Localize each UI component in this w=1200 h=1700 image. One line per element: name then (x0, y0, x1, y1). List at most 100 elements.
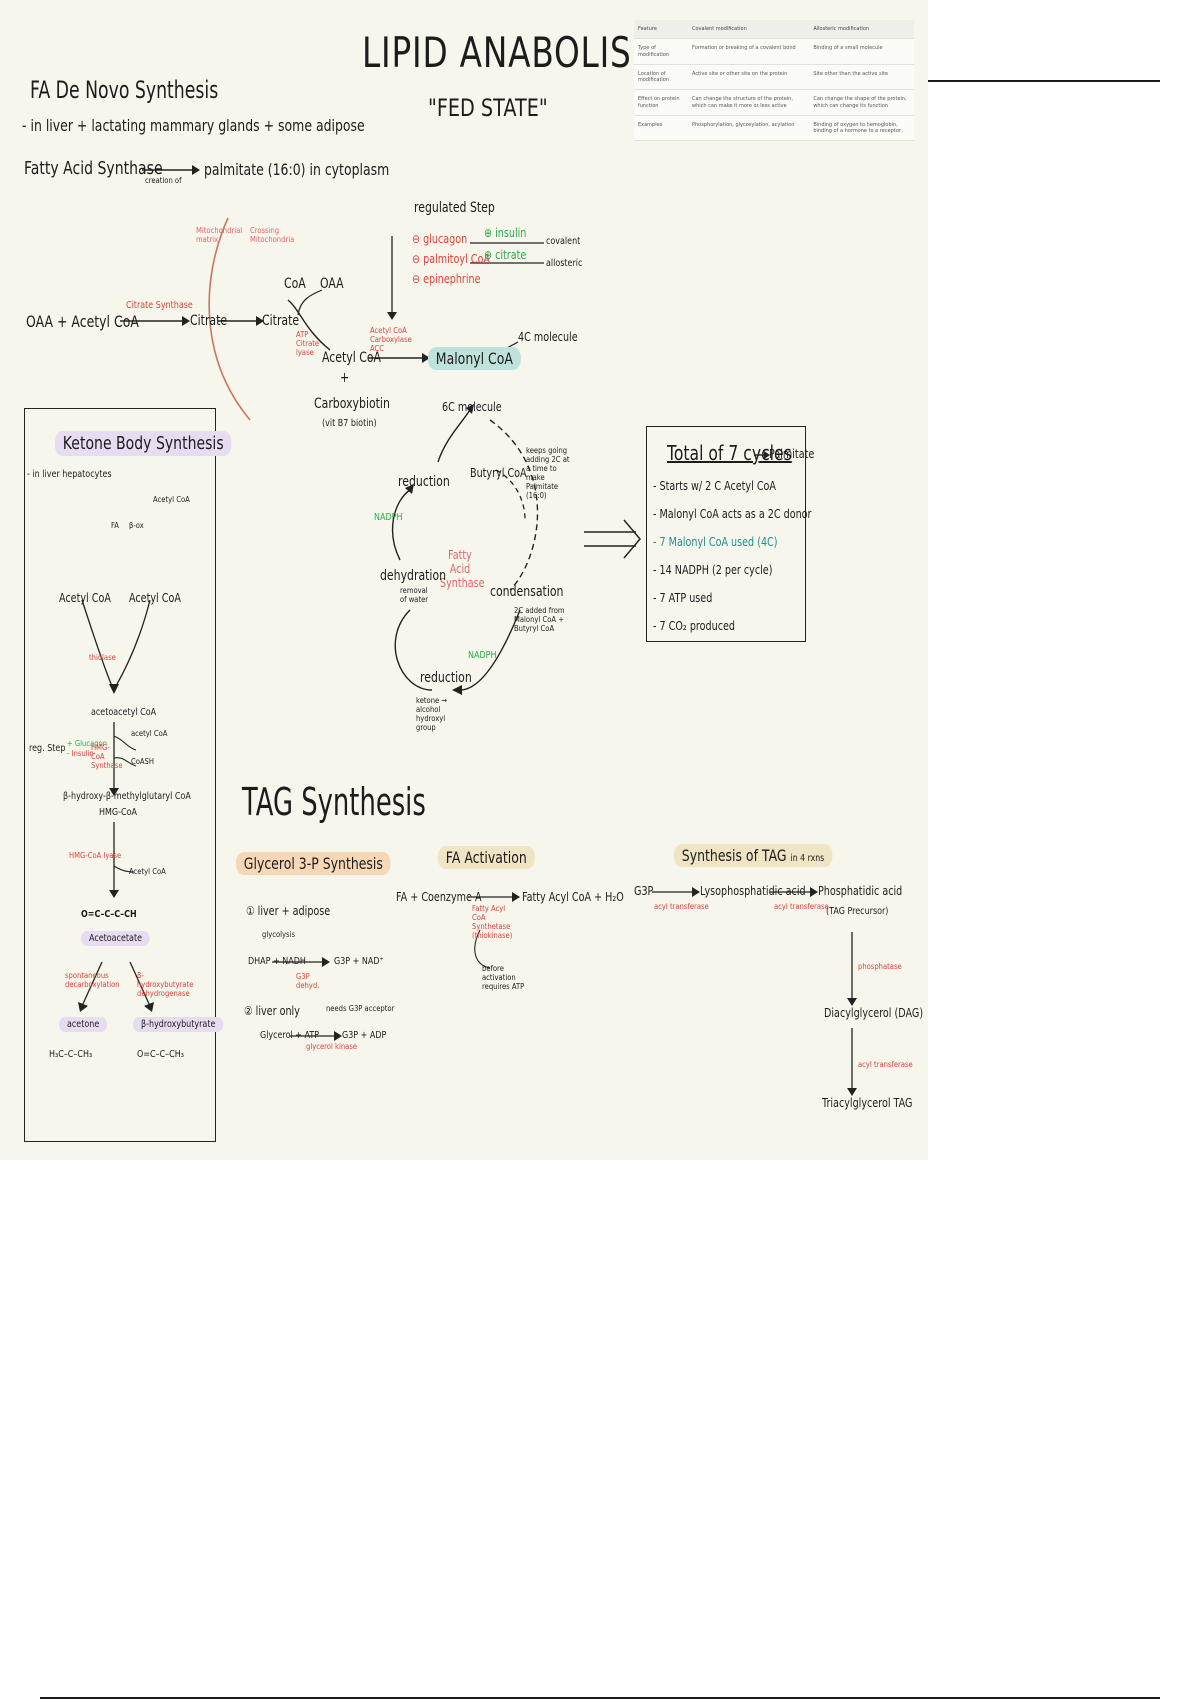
table-cell: Formation or breaking of a covalent bond (688, 38, 810, 65)
ketone-reg-pos: + Glucagon (67, 739, 108, 748)
ketone-struct-bhb: O=C–C–CH₃ (137, 1049, 184, 1060)
g3p-route-1-rxn: DHAP + NADH (248, 956, 306, 967)
ketone-heading: Ketone Body Synthesis (55, 431, 232, 456)
fas-dehydration-note: removal of water (400, 586, 429, 604)
ketone-beta-ox: β-ox (129, 521, 144, 530)
activation-heading: FA Activation (438, 846, 535, 869)
carboxybiotin-note: (vit B7 biotin) (322, 418, 377, 429)
g3p-route-2-note: needs G3P acceptor (326, 1004, 395, 1013)
tag4-phosphatidic-note: (TAG Precursor) (826, 906, 889, 917)
malonyl-coa-chip: Malonyl CoA (428, 347, 521, 370)
table-cell: Phosphorylation, glycosylation, acylatio… (688, 115, 810, 142)
fas-reduction-bottom: reduction (420, 670, 472, 686)
table-row: Examples Phosphorylation, glycosylation,… (634, 115, 914, 142)
denovo-location: - in liver + lactating mammary glands + … (22, 116, 365, 135)
cycles-heading: Total of 7 cycles (667, 441, 792, 465)
tag4-phosphatase: phosphatase (858, 962, 902, 971)
divider-bottom (40, 1697, 1160, 1699)
fas-side-note: keeps going adding 2C at a time to make … (526, 446, 570, 500)
tag4-g3p: G3P (634, 884, 654, 898)
table-cell: Type of modification (634, 38, 688, 65)
reg-pos-1: ⊕ insulin (484, 226, 527, 240)
ketone-hmg-synthase: HMG-CoA Synthase (91, 743, 123, 770)
g3p-heading: Glycerol 3-P Synthesis (236, 852, 391, 875)
g3p-route-1: ① liver + adipose (246, 904, 331, 918)
ketone-acetyl-2: Acetyl CoA (129, 591, 181, 605)
g3p-route-2-product: G3P + ADP (342, 1030, 387, 1041)
g3p-route-2-rxn: Glycerol + ATP (260, 1030, 320, 1041)
ketone-coash: CoASH (131, 757, 154, 766)
ketone-acetyl-1: Acetyl CoA (59, 591, 111, 605)
citrate-synthase-label: Citrate Synthase (126, 300, 193, 311)
fas-6c: 6C molecule (442, 400, 502, 414)
table-row: Location of modification Active site or … (634, 64, 914, 91)
tag4-dag: Diacylglycerol (DAG) (824, 1006, 924, 1020)
fas-condensation-note: 2C added from Malonyl CoA + Butyryl CoA (514, 606, 565, 633)
tag-heading: TAG Synthesis (242, 780, 426, 824)
table-header-cell: Covalent modification (688, 20, 810, 40)
citrate-2: Citrate (262, 313, 300, 329)
ketone-struct-aa: O=C–C–C–CH (81, 909, 137, 920)
membrane-matrix-label: Mitochondrial matrix (196, 226, 243, 244)
fas-reduction-note: ketone → alcohol hydroxyl group (416, 696, 448, 732)
activation-note: before activation requires ATP (482, 964, 525, 991)
ketone-dehydrogenase: β-hydroxybutyrate dehydrogenase (137, 971, 194, 998)
g3p-route-1-note: glycolysis (262, 930, 296, 939)
g3p-route-1-enzyme: G3P dehyd. (296, 972, 320, 990)
tag4-heading: Synthesis of TAG in 4 rxns (674, 844, 833, 867)
reg-neg-1: ⊖ glucagon (412, 232, 468, 246)
table-row: Effect on protein function Can change th… (634, 89, 914, 116)
page-subtitle: "FED STATE" (428, 94, 548, 122)
plus-sign: + (340, 370, 350, 386)
ketone-fa-label: FA (111, 521, 119, 530)
ketone-hmg-lyase: HMG-CoA lyase (69, 851, 122, 860)
table-cell: Can change the shape of the protein, whi… (809, 89, 914, 116)
modification-table: Feature Covalent modification Allosteric… (634, 20, 914, 142)
fas-dehydration: dehydration (380, 568, 447, 584)
reg-type-1: covalent (546, 236, 581, 247)
ketone-acetoacetate: Acetoacetate (81, 931, 151, 946)
reg-type-2: allosteric (546, 258, 583, 269)
divider-right (928, 80, 1160, 82)
tag4-transferase-3: acyl transferase (858, 1060, 913, 1069)
reg-neg-2: ⊖ palmitoyl CoA (412, 252, 490, 266)
shuttle-reactants: OAA + Acetyl CoA (26, 312, 139, 331)
connector-lines (78, 165, 857, 1096)
fas-reduction-top: reduction (398, 474, 450, 490)
tag4-enzyme-2: acyl transferase (774, 902, 829, 911)
cycles-item: - 14 NADPH (2 per cycle) (653, 563, 773, 577)
denovo-arrow-label: creation of (145, 176, 182, 185)
activation-product: Fatty Acyl CoA + H₂O (522, 890, 624, 904)
cycles-item: - Starts w/ 2 C Acetyl CoA (653, 479, 776, 493)
denovo-heading: FA De Novo Synthesis (30, 76, 219, 104)
g3p-route-1-product: G3P + NAD⁺ (334, 956, 384, 967)
table-row: Type of modification Formation or breaki… (634, 38, 914, 65)
membrane-cross-label: Crossing Mitochondria (250, 226, 295, 244)
table-header-cell: Feature (634, 20, 688, 40)
carboxybiotin-label: Carboxybiotin (314, 396, 390, 412)
ketone-acetone: acetone (59, 1017, 108, 1032)
ketone-reg-step: reg. Step (29, 743, 66, 754)
denovo-enzyme: Fatty Acid Synthase (24, 158, 163, 179)
oaa-label: OAA (320, 276, 344, 292)
fas-condensation: condensation (490, 584, 564, 600)
fas-butyryl: Butyryl CoA (470, 466, 527, 480)
table-cell: Site other than the active site (809, 64, 914, 91)
fas-center-label: Fatty Acid Synthase (440, 548, 485, 590)
cycles-item: - Malonyl CoA acts as a 2C donor (653, 507, 812, 521)
table-cell: Examples (634, 115, 688, 142)
acc-label: Acetyl CoA Carboxylase ACC (370, 326, 412, 353)
acetyl-coa-label: Acetyl CoA (322, 350, 382, 366)
table-cell: Active site or other site on the protein (688, 64, 810, 91)
g3p-route-2-enzyme: glycerol kinase (306, 1042, 358, 1051)
ketone-thiolase: thiolase (89, 653, 116, 662)
ketone-reg-neg: - Insulin (67, 749, 94, 758)
cycles-item: - 7 Malonyl CoA used (4C) (653, 535, 778, 549)
tag4-tag-final: Triacylglycerol TAG (822, 1096, 913, 1110)
lyase-label: ATP Citrate lyase (296, 330, 320, 357)
reg-neg-3: ⊖ epinephrine (412, 272, 481, 286)
ketone-hydroxybutyrate: β-hydroxybutyrate (133, 1017, 224, 1032)
tag4-lysophosphatidic: Lysophosphatidic acid (700, 884, 806, 898)
reg-pos-2: ⊕ citrate (484, 248, 527, 262)
ketone-hmg-abbr: HMG-CoA (99, 807, 137, 818)
